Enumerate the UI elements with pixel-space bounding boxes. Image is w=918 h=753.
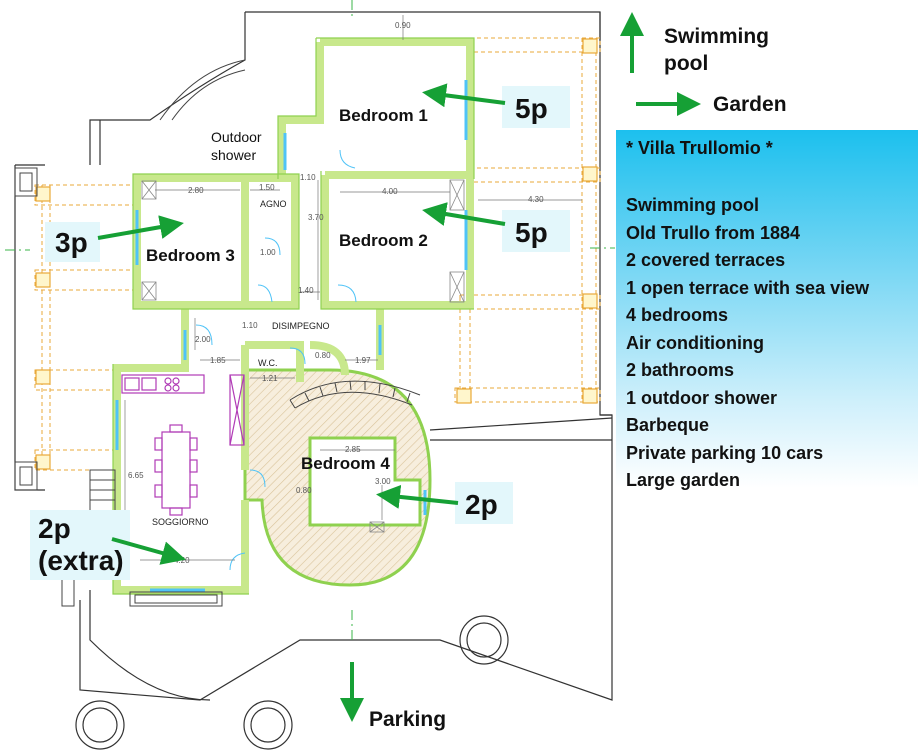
bedroom4-label: Bedroom 4	[301, 454, 390, 473]
dim-label: 4.30	[528, 195, 544, 204]
balcony	[129, 591, 223, 607]
left-terrace	[34, 184, 136, 471]
feature-item: 2 bathrooms	[626, 360, 735, 380]
axis-lines	[5, 0, 615, 640]
villa-info-panel: * Villa Trullomio * Swimming pool Old Tr…	[616, 130, 918, 490]
bedroom2-capacity-box	[502, 210, 570, 252]
bedroom2-capacity: 5p	[515, 217, 548, 248]
soggiorno-label: SOGGIORNO	[152, 517, 209, 527]
bedroom1-capacity: 5p	[515, 93, 548, 124]
bedroom3-label: Bedroom 3	[146, 246, 235, 265]
windows	[115, 80, 468, 592]
dim-label: 3.70	[308, 213, 324, 222]
dining-table	[154, 424, 198, 516]
dim-label: 1.21	[262, 374, 278, 383]
villa-title: * Villa Trullomio *	[626, 138, 773, 158]
outdoor-shower-label-line2: shower	[211, 147, 256, 163]
dim-label: 1.10	[300, 173, 316, 182]
feature-item: Barbeque	[626, 415, 710, 435]
kitchen	[121, 374, 245, 446]
capacity-arrows	[97, 83, 506, 565]
dim-label: 4.00	[382, 187, 398, 196]
bedroom2-arrow	[422, 202, 506, 226]
feature-item: Air conditioning	[626, 332, 764, 353]
feature-list: Swimming pool Old Trullo from 1884 2 cov…	[626, 192, 869, 495]
dim-label: 2.85	[345, 445, 361, 454]
dim-label: 1.00	[260, 248, 276, 257]
dim-label: 0.90	[395, 21, 411, 30]
feature-item: Swimming pool	[626, 195, 759, 215]
bedroom3-capacity-box	[45, 222, 100, 262]
site-boundary	[14, 11, 613, 701]
feature-item: Private parking 10 cars	[626, 442, 824, 463]
dim-label: 0.80	[296, 486, 312, 495]
dim-label: 0.80	[315, 351, 331, 360]
feature-item: 1 open terrace with sea view	[626, 277, 870, 298]
extra-capacity-line2: (extra)	[38, 545, 124, 576]
bedroom4-arc-steps	[289, 380, 421, 409]
dim-label: 1.97	[355, 356, 371, 365]
dim-label: 1.40	[298, 286, 314, 295]
agno-label: AGNO	[260, 199, 287, 209]
extra-capacity-line1: 2p	[38, 513, 71, 544]
feature-item: Old Trullo from 1884	[626, 222, 801, 243]
bedroom4-arrow	[376, 484, 459, 509]
dim-label: 2.80	[188, 186, 204, 195]
bedroom4-capacity: 2p	[465, 489, 498, 520]
doors	[195, 149, 357, 571]
garden-legend: Garden	[713, 93, 787, 116]
feature-item: 2 covered terraces	[626, 250, 786, 270]
bedroom1-capacity-box	[502, 86, 570, 128]
dim-label: 1.10	[242, 321, 258, 330]
bedroom1-arrow	[422, 83, 506, 108]
dim-label: 2.00	[195, 335, 211, 344]
bedroom4-capacity-box	[455, 482, 513, 524]
extra-arrow	[111, 537, 186, 565]
parking-turnaround-circles	[75, 615, 509, 750]
dim-label: 1.50	[259, 183, 275, 192]
bedroom2-label: Bedroom 2	[339, 231, 428, 250]
top-arc-terrace	[159, 59, 246, 121]
parking-legend: Parking	[369, 708, 446, 731]
left-pillars	[14, 167, 38, 491]
bedroom1-label: Bedroom 1	[339, 106, 428, 125]
dim-label: 3.00	[375, 477, 391, 486]
dim-label: 1.85	[210, 356, 226, 365]
pool-legend-line1: Swimming	[664, 25, 769, 48]
right-terrace-posts	[456, 38, 598, 404]
feature-item: Large garden	[626, 470, 741, 490]
disimpegno-label: DISIMPEGNO	[272, 321, 330, 331]
extra-capacity-box	[30, 510, 130, 580]
bedroom3-arrow	[97, 215, 184, 240]
pool-legend-line2: pool	[664, 52, 708, 75]
feature-item: 4 bedrooms	[626, 305, 729, 325]
bedroom3-capacity: 3p	[55, 227, 88, 258]
dim-label: 6.65	[128, 471, 144, 480]
feature-item: 1 outdoor shower	[626, 387, 778, 408]
outdoor-shower-label-line1: Outdoor	[211, 129, 262, 145]
wc-label: W.C.	[258, 358, 278, 368]
dimension-labels: 0.90 2.80 1.50 1.10 4.00 4.30 3.70 1.00 …	[128, 21, 544, 565]
building-wall-edges	[112, 37, 475, 595]
